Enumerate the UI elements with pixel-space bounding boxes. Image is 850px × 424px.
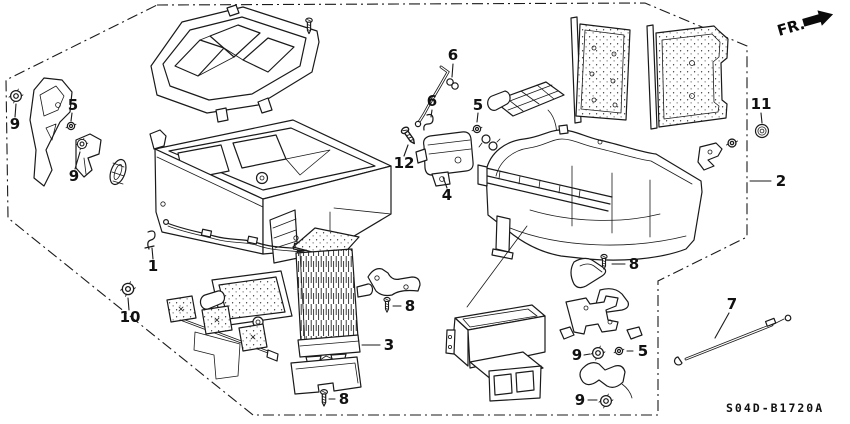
pipe-clip-6b xyxy=(423,113,434,131)
linkage-cluster xyxy=(559,257,643,399)
callout-leader-6 xyxy=(451,63,454,78)
insulator-pad-right xyxy=(646,24,729,130)
part-callout-9: 9 xyxy=(69,167,79,185)
part-callout-9: 9 xyxy=(10,115,20,133)
part-callout-6: 6 xyxy=(448,46,458,64)
callout-leader-9 xyxy=(14,103,17,118)
part-callout-12: 12 xyxy=(394,154,415,172)
part-callout-2: 2 xyxy=(776,172,786,190)
callout-leader-5 xyxy=(70,112,73,122)
callout-leader-12 xyxy=(403,144,409,157)
part-callout-3: 3 xyxy=(384,336,394,354)
joint-duct xyxy=(445,304,546,402)
part-callout-8: 8 xyxy=(339,390,349,408)
fr-label: FR. xyxy=(775,15,807,40)
part-callout-4: 4 xyxy=(442,186,452,204)
duct-tray xyxy=(199,270,293,328)
callout-leader-11 xyxy=(760,112,763,124)
control-cable-7 xyxy=(674,314,792,366)
part-callout-9: 9 xyxy=(575,391,585,409)
part-callout-10: 10 xyxy=(120,308,141,326)
grommet-10 xyxy=(120,281,136,297)
clip-nut-5 xyxy=(613,346,625,356)
callout-layer: 9 5 9 1 10 12 4 6 6 5 11 2 3 8 8 8 7 5 9 9 xyxy=(10,46,786,409)
heater-top-cover xyxy=(150,4,320,123)
water-valve-pipe-6 xyxy=(414,65,450,128)
side-bracket xyxy=(697,142,723,171)
grommet-9 xyxy=(8,88,24,104)
grid-tray xyxy=(487,81,567,161)
grommet-9 xyxy=(590,345,606,361)
diagram-boundary xyxy=(5,2,748,416)
screw-8 xyxy=(320,389,328,407)
clip-nut-5 xyxy=(471,124,483,134)
pipe-clip-6 xyxy=(446,78,459,90)
front-direction-indicator: FR. xyxy=(775,10,834,40)
part-callout-5: 5 xyxy=(473,96,483,114)
callout-leader-9 xyxy=(583,353,591,356)
clip-nut-5 xyxy=(65,121,77,131)
part-callout-6: 6 xyxy=(427,92,437,110)
callout-leader-6 xyxy=(430,109,433,118)
screw-12 xyxy=(399,125,419,147)
hose-clamp xyxy=(478,134,501,151)
callout-leader-7 xyxy=(714,312,730,339)
grommet-9 xyxy=(598,393,614,409)
callout-leader-10 xyxy=(127,297,130,311)
part-callout-7: 7 xyxy=(727,295,737,313)
insulator-pad-left xyxy=(570,16,631,124)
heater-lower-case xyxy=(466,124,703,308)
fr-arrow-icon xyxy=(802,10,834,27)
part-callout-8: 8 xyxy=(629,255,639,273)
part-callout-1: 1 xyxy=(148,257,158,275)
diagram-code: S04D-B1720A xyxy=(726,401,824,415)
core-seal-tray xyxy=(290,355,362,395)
actuator-assembly xyxy=(415,131,474,187)
part-callout-5: 5 xyxy=(68,96,78,114)
part-callout-5: 5 xyxy=(638,342,648,360)
part-callout-9: 9 xyxy=(572,346,582,364)
left-bracket-assembly xyxy=(29,77,127,187)
seal-pad-strip xyxy=(166,295,279,380)
screw-8 xyxy=(383,296,391,313)
cable-clip-1 xyxy=(144,230,156,250)
callout-leader-9 xyxy=(74,151,81,170)
callout-leader-4 xyxy=(442,176,448,189)
clip-nut xyxy=(725,138,739,148)
heater-core xyxy=(292,227,374,366)
mount-cushion-11 xyxy=(754,123,770,139)
heater-upper-case xyxy=(149,119,392,264)
callout-leader-5 xyxy=(476,112,479,123)
core-mount-bracket xyxy=(367,268,421,297)
callout-leader-1 xyxy=(151,247,154,260)
part-callout-8: 8 xyxy=(405,297,415,315)
part-callout-11: 11 xyxy=(751,95,772,113)
